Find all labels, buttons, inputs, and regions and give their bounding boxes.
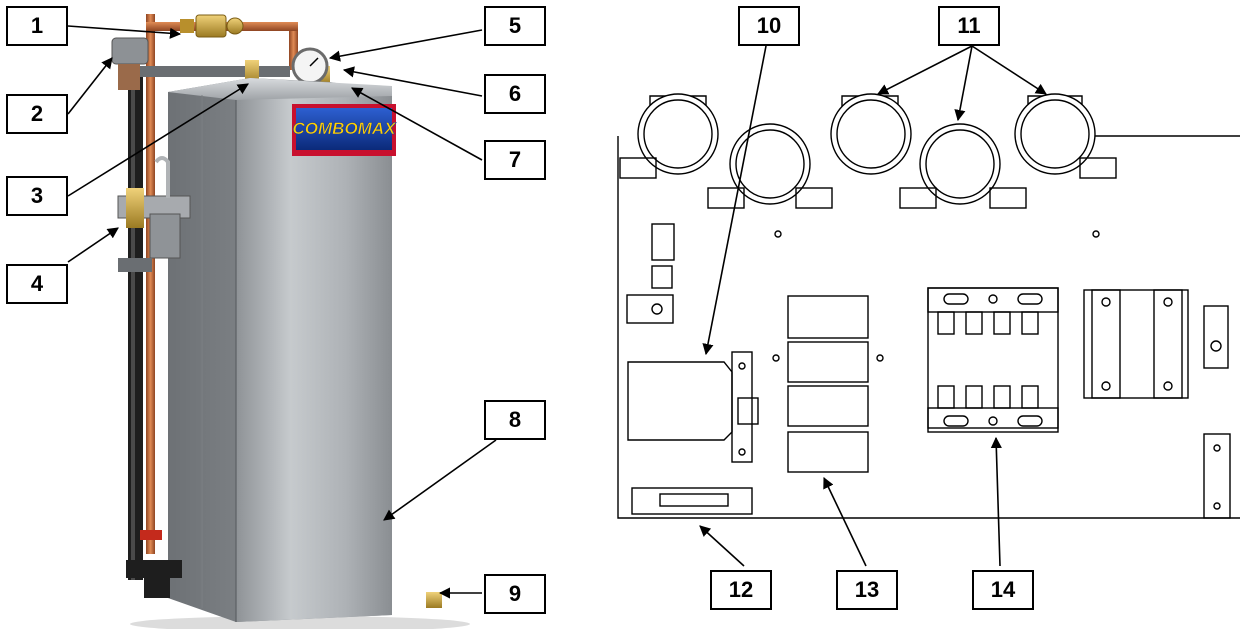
control-panel-schematic <box>617 93 1240 519</box>
callout-4: 4 <box>6 264 68 304</box>
callout-9: 9 <box>484 574 546 614</box>
callout-8: 8 <box>484 400 546 440</box>
callout-13: 13 <box>836 570 898 610</box>
transformer-second-row <box>729 123 1001 205</box>
callout-12: 12 <box>710 570 772 610</box>
callout-2: 2 <box>6 94 68 134</box>
leader-lines <box>67 25 1047 599</box>
callout-11: 11 <box>938 6 1000 46</box>
transformer-top-row <box>637 93 1096 175</box>
callout-10: 10 <box>738 6 800 46</box>
callout-3: 3 <box>6 176 68 216</box>
callout-6: 6 <box>484 74 546 114</box>
callout-1: 1 <box>6 6 68 46</box>
brand-label: COMBOMAX <box>293 119 398 138</box>
water-heater-illustration: COMBOMAX <box>111 14 470 632</box>
callout-5: 5 <box>484 6 546 46</box>
callout-14: 14 <box>972 570 1034 610</box>
callout-7: 7 <box>484 140 546 180</box>
